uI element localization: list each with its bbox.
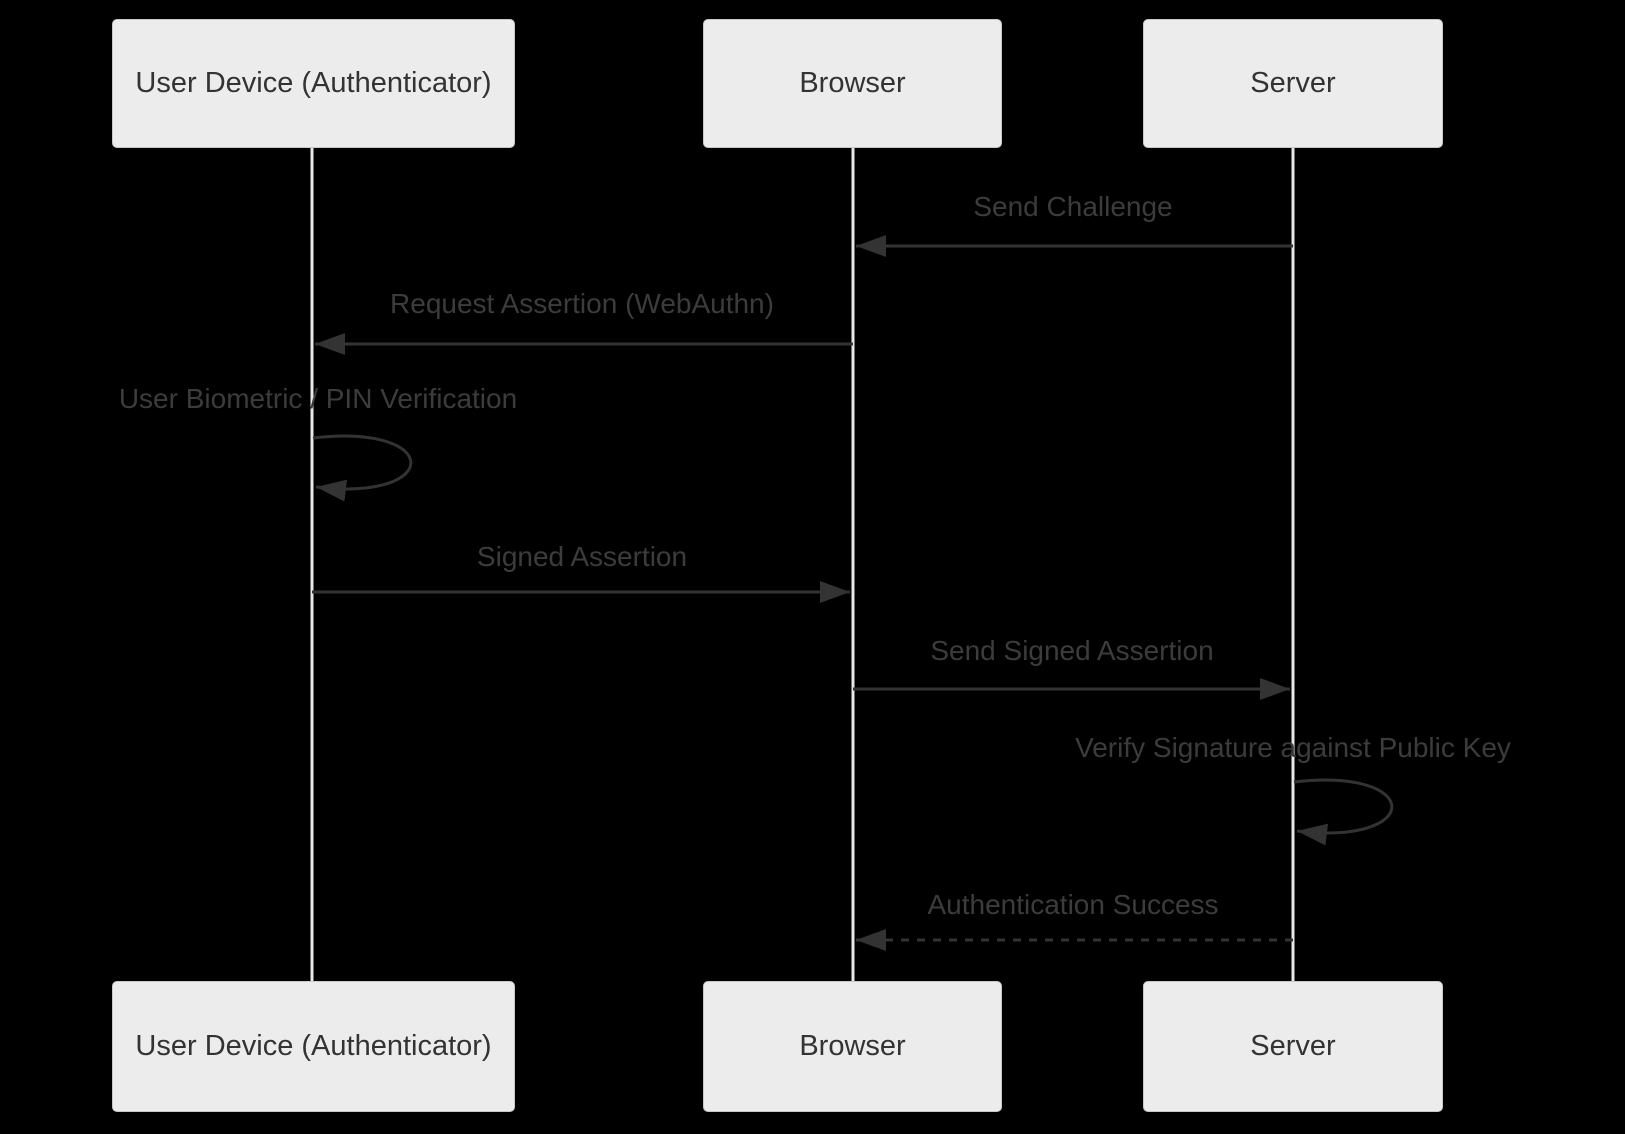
actor-label: Browser — [799, 67, 906, 99]
actor-label: User Device (Authenticator) — [135, 67, 492, 99]
message-label-signed-assertion: Signed Assertion — [476, 541, 688, 572]
message-label-request-assertion: Request Assertion (WebAuthn) — [390, 288, 774, 319]
message-label-user-verification: User Biometric / PIN Verification — [118, 383, 518, 414]
self-loop-user-verification-arrow — [312, 434, 413, 502]
message-label-send-challenge: Send Challenge — [973, 191, 1173, 222]
actor-bottom-user-device: User Device (Authenticator) — [112, 981, 515, 1112]
message-label-send-signed-assertion: Send Signed Assertion — [930, 635, 1214, 666]
self-loop-verify-signature-arrow — [1293, 778, 1394, 846]
actor-label: Server — [1250, 67, 1336, 99]
actor-top-user-device: User Device (Authenticator) — [112, 19, 515, 148]
actor-label: Browser — [799, 1030, 906, 1062]
actor-label: User Device (Authenticator) — [135, 1030, 492, 1062]
actor-top-server: Server — [1143, 19, 1443, 148]
actor-bottom-browser: Browser — [703, 981, 1002, 1112]
actor-label: Server — [1250, 1030, 1336, 1062]
message-label-authentication-success: Authentication Success — [927, 889, 1219, 920]
message-label-verify-signature: Verify Signature against Public Key — [1075, 732, 1511, 763]
actor-top-browser: Browser — [703, 19, 1002, 148]
actor-bottom-server: Server — [1143, 981, 1443, 1112]
